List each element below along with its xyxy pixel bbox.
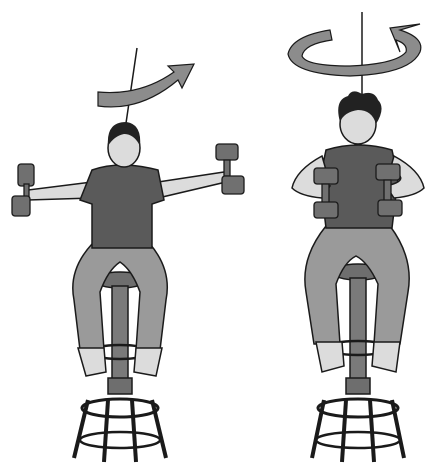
left-rotation-arrow-icon: [98, 64, 194, 107]
right-figure: [288, 12, 424, 462]
left-figure: [12, 48, 244, 462]
right-shoe-right: [372, 342, 400, 372]
left-shoe-right: [134, 348, 162, 376]
left-rotation-axis-icon: [125, 48, 137, 130]
left-shirt: [80, 165, 164, 248]
left-shoe-left: [78, 348, 106, 376]
left-arm-right: [158, 172, 226, 198]
left-dumbbell-right-icon: [216, 144, 244, 194]
right-shoe-left: [316, 342, 344, 372]
right-rotation-arrow-icon: [288, 24, 421, 76]
